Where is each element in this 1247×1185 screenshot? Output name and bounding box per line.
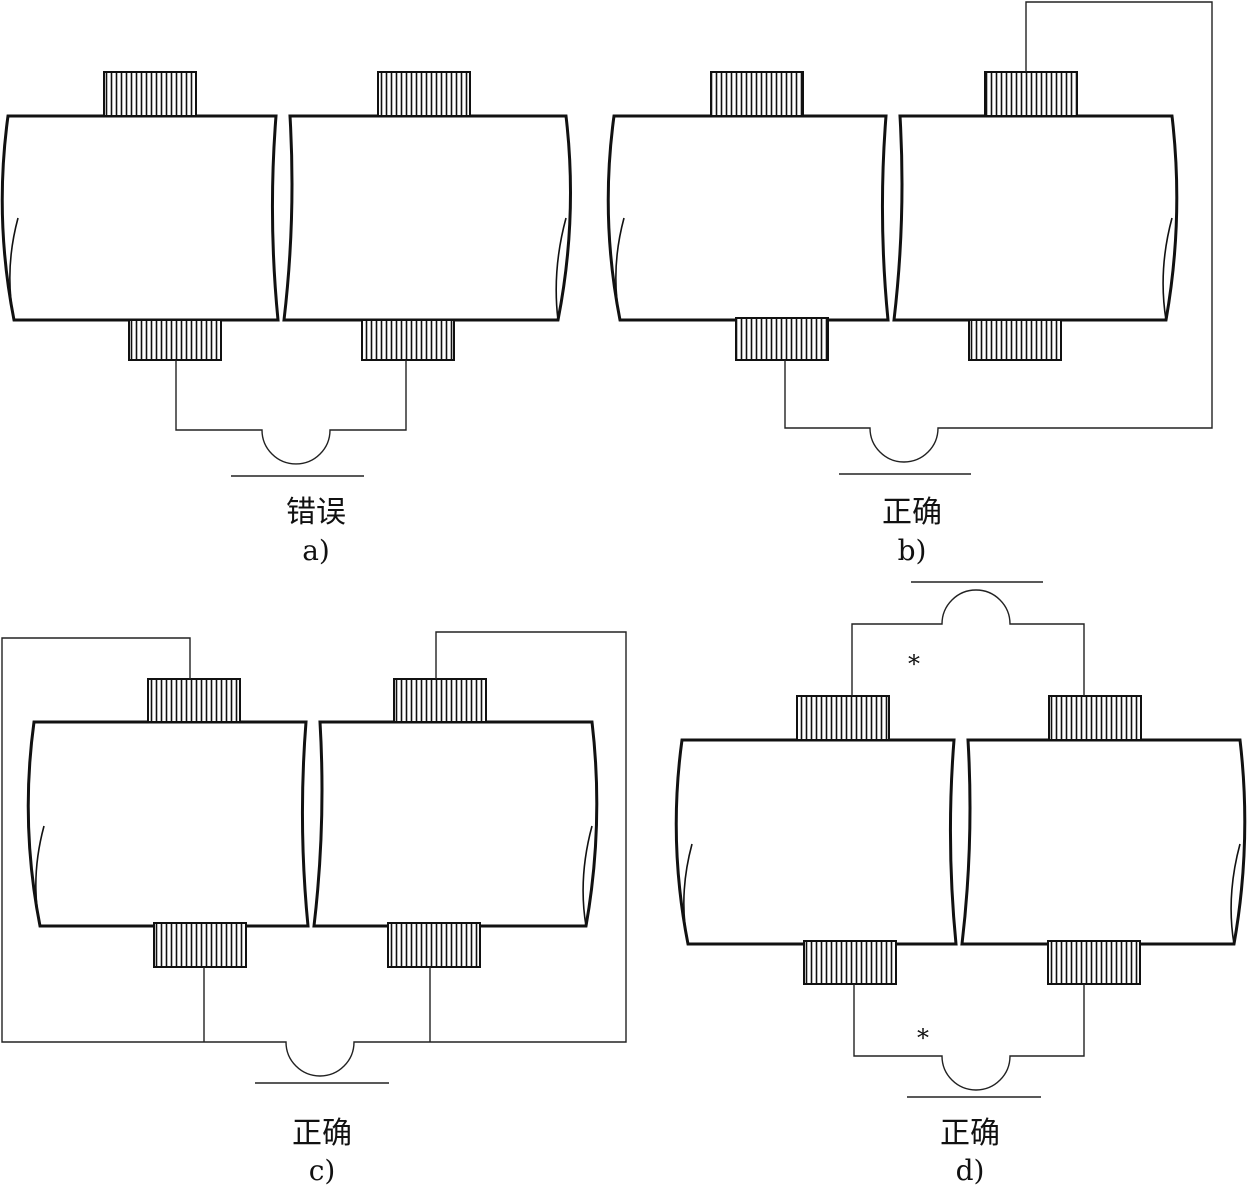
bottom-pad-right [387, 922, 481, 968]
pipe-right [312, 720, 599, 928]
pipe-right [282, 114, 572, 322]
ground-wire-top [851, 589, 1085, 696]
panel-label: b) [898, 534, 927, 567]
bottom-pad-left [128, 319, 222, 361]
top-pad-left [796, 695, 890, 741]
top-pad-left [710, 71, 804, 117]
bottom-pad-left [153, 922, 247, 968]
pipe-right [892, 114, 1179, 322]
top-pad-right [984, 71, 1078, 117]
pipe-right [960, 738, 1247, 946]
connection-mark-top: * [908, 650, 920, 678]
top-pad-right [393, 678, 487, 723]
ground-wire [784, 1, 1213, 463]
panel-d: * * 正确 d) [674, 581, 1247, 1185]
panel-c: 正确 c) [1, 631, 627, 1185]
pipe-left [674, 738, 958, 946]
pipe-left [606, 114, 890, 322]
caption: 正确 [292, 1116, 352, 1151]
top-pad-right [377, 71, 471, 117]
panel-label: a) [302, 534, 330, 567]
ground-wire-outer [1, 631, 627, 1077]
bottom-pad-left [735, 317, 829, 361]
pipe-left [0, 114, 280, 322]
bottom-pad-left [803, 940, 897, 985]
connection-mark-bottom: * [917, 1024, 929, 1052]
panel-b: 正确 b) [606, 1, 1213, 567]
bottom-pad-right [361, 319, 455, 361]
caption: 错误 [286, 495, 346, 530]
top-pad-left [147, 678, 241, 723]
top-pad-left [103, 71, 197, 117]
ground-wire-bottom [853, 984, 1085, 1091]
bottom-pad-right [1047, 940, 1141, 985]
caption: 正确 [940, 1116, 1000, 1151]
panel-label: c) [309, 1154, 336, 1185]
pipe-left [26, 720, 310, 928]
caption: 正确 [882, 495, 942, 530]
bottom-pad-right [968, 319, 1062, 361]
panel-label: d) [956, 1154, 985, 1185]
top-pad-right [1048, 695, 1142, 741]
ground-wire [175, 360, 407, 465]
panel-a: 错误 a) [0, 71, 572, 567]
